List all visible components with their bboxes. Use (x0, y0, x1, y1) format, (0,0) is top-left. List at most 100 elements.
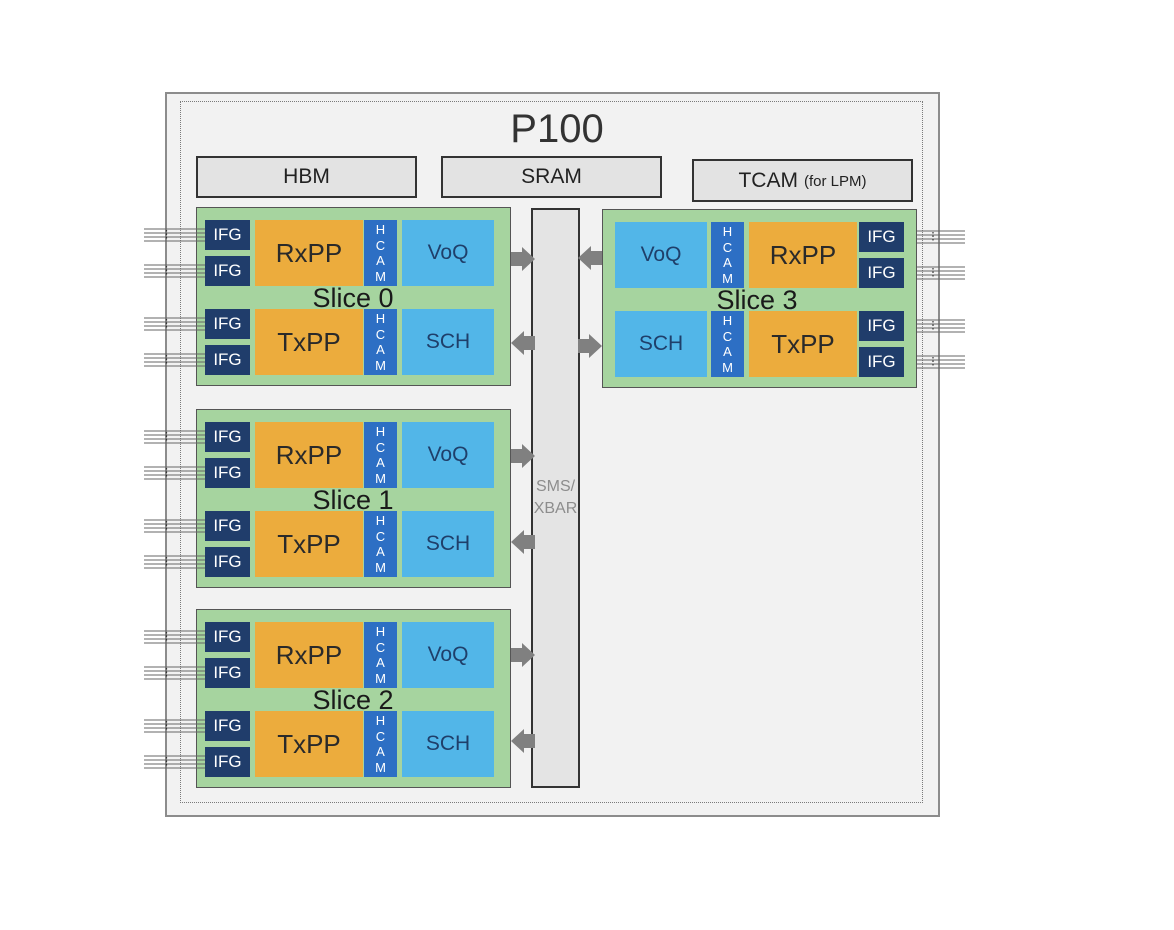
sch-s2: SCH (402, 711, 494, 777)
hcam-letter: M (722, 359, 733, 375)
hcam-letter: C (722, 328, 733, 344)
voq-s3: VoQ (615, 222, 707, 288)
hcam-letter: A (723, 344, 732, 359)
hcam-letter: C (722, 239, 733, 255)
rxpp-s3: RxPP (749, 222, 857, 288)
port-lines-s0-2 (144, 317, 205, 331)
ifg-s1-tx-1: IFG (205, 547, 250, 577)
port-lines-s2-1 (144, 666, 205, 680)
txpp-s1: TxPP (255, 511, 363, 577)
chip-title: P100 (510, 107, 604, 151)
rxpp-s1: RxPP (255, 422, 363, 488)
arrow-rx-slice-3 (578, 246, 602, 270)
memory-hbm-label: HBM (283, 165, 330, 188)
hcam-letter: C (375, 728, 386, 744)
hcam-letter: A (376, 544, 385, 559)
rxpp-s0: RxPP (255, 220, 363, 286)
hcam-letter: C (375, 639, 386, 655)
port-lines-s2-2 (144, 719, 205, 733)
hcam-letter: A (376, 342, 385, 357)
slice-label-3: Slice 3 (716, 285, 798, 315)
arrow-tx-slice-3 (578, 334, 602, 358)
port-lines-s3-0 (917, 230, 965, 244)
ifg-s2-rx-0: IFG (205, 622, 250, 652)
memory-sram-label: SRAM (521, 165, 582, 188)
hcam-letter: H (722, 313, 733, 328)
hcam-letter: M (375, 357, 386, 373)
hcam-letter: H (375, 713, 386, 728)
ifg-s1-tx-0: IFG (205, 511, 250, 541)
hcam-letter: M (375, 470, 386, 486)
arrow-rx-slice-2 (511, 643, 535, 667)
ifg-s3-rx-0: IFG (859, 222, 904, 252)
port-lines-s3-1 (917, 266, 965, 280)
memory-tcam-label: TCAM (738, 168, 798, 192)
arrow-rx-slice-1 (511, 444, 535, 468)
memory-sram: SRAM (441, 156, 662, 198)
slice-label-0: Slice 0 (312, 283, 394, 313)
hcam-letter: C (375, 528, 386, 544)
port-lines-s1-1 (144, 466, 205, 480)
hcam-letter: A (376, 655, 385, 670)
ifg-s0-tx-0: IFG (205, 309, 250, 339)
hcam-letter: H (375, 424, 386, 439)
hcam-letter: M (375, 759, 386, 775)
ifg-s3-tx-1: IFG (859, 347, 904, 377)
hcam-letter: C (375, 439, 386, 455)
hcam-letter: H (375, 222, 386, 237)
port-lines-s0-0 (144, 228, 205, 242)
hcam-letter: A (376, 744, 385, 759)
port-lines-s0-1 (144, 264, 205, 278)
port-lines-s1-2 (144, 519, 205, 533)
slice-label-2: Slice 2 (312, 685, 394, 715)
port-lines-s1-0 (144, 430, 205, 444)
ifg-s3-tx-0: IFG (859, 311, 904, 341)
ifg-s0-rx-1: IFG (205, 256, 250, 286)
ifg-s0-tx-1: IFG (205, 345, 250, 375)
sms-xbar (531, 208, 580, 788)
rxpp-s2: RxPP (255, 622, 363, 688)
memory-tcam: TCAM (for LPM) (692, 159, 913, 202)
port-lines-s3-2 (917, 319, 965, 333)
hcam-letter: M (722, 270, 733, 286)
hcam-letter: H (722, 224, 733, 239)
arrow-rx-slice-0 (511, 247, 535, 271)
hcam-letter: H (375, 311, 386, 326)
ifg-s0-rx-0: IFG (205, 220, 250, 250)
hcam-letter: H (375, 513, 386, 528)
txpp-s3: TxPP (749, 311, 857, 377)
hcam-letter: H (375, 624, 386, 639)
voq-s2: VoQ (402, 622, 494, 688)
port-lines-s2-0 (144, 630, 205, 644)
arrow-tx-slice-1 (511, 530, 535, 554)
ifg-s2-tx-0: IFG (205, 711, 250, 741)
slice-label-1: Slice 1 (312, 485, 394, 515)
chip-inner-boundary (180, 101, 923, 803)
hcam-letter: A (376, 253, 385, 268)
hcam-letter: A (723, 255, 732, 270)
ifg-s1-rx-0: IFG (205, 422, 250, 452)
voq-s1: VoQ (402, 422, 494, 488)
sms-xbar-label: SMS/ XBAR (533, 478, 578, 517)
hcam-letter: M (375, 670, 386, 686)
hcam-letter: C (375, 237, 386, 253)
port-lines-s0-3 (144, 353, 205, 367)
memory-hbm: HBM (196, 156, 417, 198)
arrow-tx-slice-0 (511, 331, 535, 355)
memory-tcam-note: (for LPM) (803, 173, 867, 190)
port-lines-s2-3 (144, 755, 205, 769)
port-lines-s3-3 (917, 355, 965, 369)
ifg-s2-tx-1: IFG (205, 747, 250, 777)
sch-s3: SCH (615, 311, 707, 377)
hcam-letter: A (376, 455, 385, 470)
port-lines-s1-3 (144, 555, 205, 569)
